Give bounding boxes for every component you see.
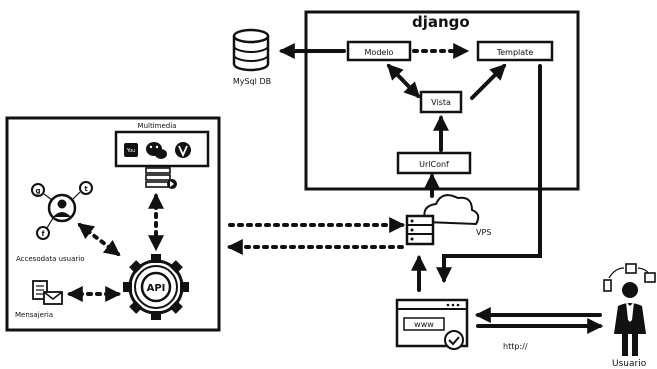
svg-text:f: f [41, 230, 45, 238]
media-server-icon [145, 167, 177, 189]
businessman-icon [614, 282, 646, 356]
monitor-icon [644, 272, 656, 283]
messaging-group [32, 280, 63, 305]
modelo-box: Modelo [346, 40, 412, 62]
svg-text:g: g [35, 187, 40, 195]
arrow-api-access [77, 223, 121, 256]
template-box: Template [476, 40, 554, 62]
browser-window-icon: www [395, 298, 469, 350]
google-plus-icon [31, 183, 45, 197]
user-access-group: g t f [31, 181, 93, 240]
messaging-label: Mensajeria [15, 311, 53, 319]
twitter-icon [79, 181, 93, 195]
arrow-modelo-vista [386, 63, 421, 99]
browser-www-text: www [414, 320, 434, 329]
django-title: django [412, 13, 470, 31]
vista-box: Vista [419, 90, 463, 114]
database-label: MySql DB [233, 77, 271, 86]
youtube-icon: You [124, 143, 138, 157]
tablet-icon [625, 263, 637, 274]
multimedia-box: Multimedia You [114, 122, 210, 168]
urlconf-box: UrlConf [396, 151, 472, 175]
template-label: Template [496, 48, 534, 57]
arrow-template-to-browser [436, 64, 542, 284]
services-panel [5, 116, 221, 332]
svg-text:t: t [84, 185, 88, 193]
wechat-icon [146, 142, 167, 159]
vimeo-icon [175, 142, 191, 158]
user-label: Usuario [612, 359, 647, 369]
django-panel [304, 10, 580, 191]
user-access-label: Accesodata usuario [16, 255, 85, 263]
gear-icon [123, 254, 189, 320]
modelo-label: Modelo [365, 48, 394, 57]
multimedia-label: Multimedia [138, 122, 177, 130]
database-icon [232, 28, 270, 72]
protocol-label: http:// [503, 342, 528, 351]
arrow-vista-template [470, 63, 507, 100]
api-label: API [147, 283, 166, 294]
vista-label: Vista [431, 98, 451, 107]
server-cloud-icon [405, 194, 480, 246]
vps-label: VPS [476, 228, 491, 237]
checkmark-icon [448, 336, 460, 346]
phone-icon [603, 279, 612, 292]
facebook-icon [36, 226, 50, 240]
svg-text:You: You [126, 148, 136, 154]
urlconf-label: UrlConf [419, 160, 449, 169]
